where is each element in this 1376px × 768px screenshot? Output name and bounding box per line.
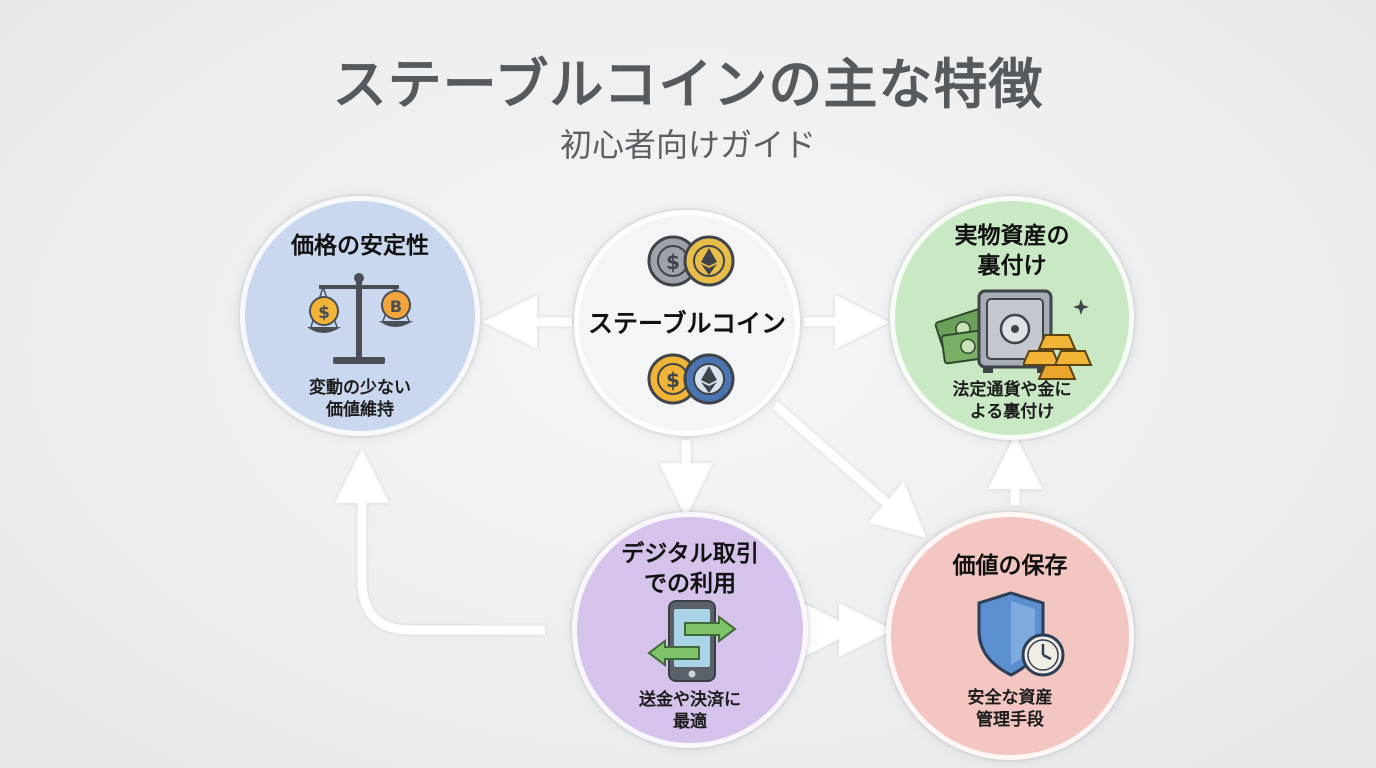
arrow-center-to-store bbox=[772, 401, 927, 538]
node-store-of-value-title: 価値の保存 bbox=[952, 553, 1068, 579]
scale-icon: $ B bbox=[307, 273, 413, 364]
node-digital-use: デジタル取引 での利用 送金や決済に 最適 bbox=[572, 512, 808, 748]
node-price-stability-title: 価格の安定性 bbox=[291, 233, 429, 259]
node-digital-use-title: デジタル取引 での利用 bbox=[621, 541, 759, 597]
node-asset-backing: 実物資産の 裏付け 法定通貨や金に よる裏付け bbox=[890, 196, 1134, 440]
node-store-of-value: 価値の保存 安全な資産 管理手段 bbox=[886, 512, 1134, 760]
page-subtitle: 初心者向けガイド bbox=[559, 126, 816, 164]
svg-text:$: $ bbox=[666, 368, 680, 392]
svg-text:B: B bbox=[390, 297, 402, 316]
safe-icon bbox=[934, 289, 1089, 373]
node-stablecoin-label: ステーブルコイン bbox=[587, 309, 786, 338]
node-asset-backing-desc: 法定通貨や金に よる裏付け bbox=[952, 380, 1072, 422]
page-title: ステーブルコインの主な特徴 bbox=[332, 53, 1044, 116]
coin-pair-icon: $ bbox=[647, 353, 735, 405]
node-asset-backing-title: 実物資産の 裏付け bbox=[954, 223, 1070, 279]
shield-icon bbox=[977, 591, 1065, 677]
svg-text:$: $ bbox=[318, 303, 330, 323]
node-store-of-value-desc: 安全な資産 管理手段 bbox=[967, 688, 1053, 730]
arrow-digital-to-price bbox=[335, 449, 545, 635]
node-price-stability-desc: 変動の少ない 価値維持 bbox=[309, 378, 411, 420]
node-stablecoin: $ ステーブルコイン $ bbox=[574, 210, 800, 436]
phone-transfer-icon bbox=[647, 600, 737, 682]
node-digital-use-desc: 送金や決済に 最適 bbox=[639, 690, 741, 732]
svg-text:$: $ bbox=[666, 250, 680, 274]
node-price-stability: 価格の安定性 $ B 変動の少ない 価値維持 bbox=[240, 196, 480, 436]
gold-bars-icon bbox=[1023, 334, 1093, 380]
coin-pair-icon: $ bbox=[647, 235, 735, 287]
